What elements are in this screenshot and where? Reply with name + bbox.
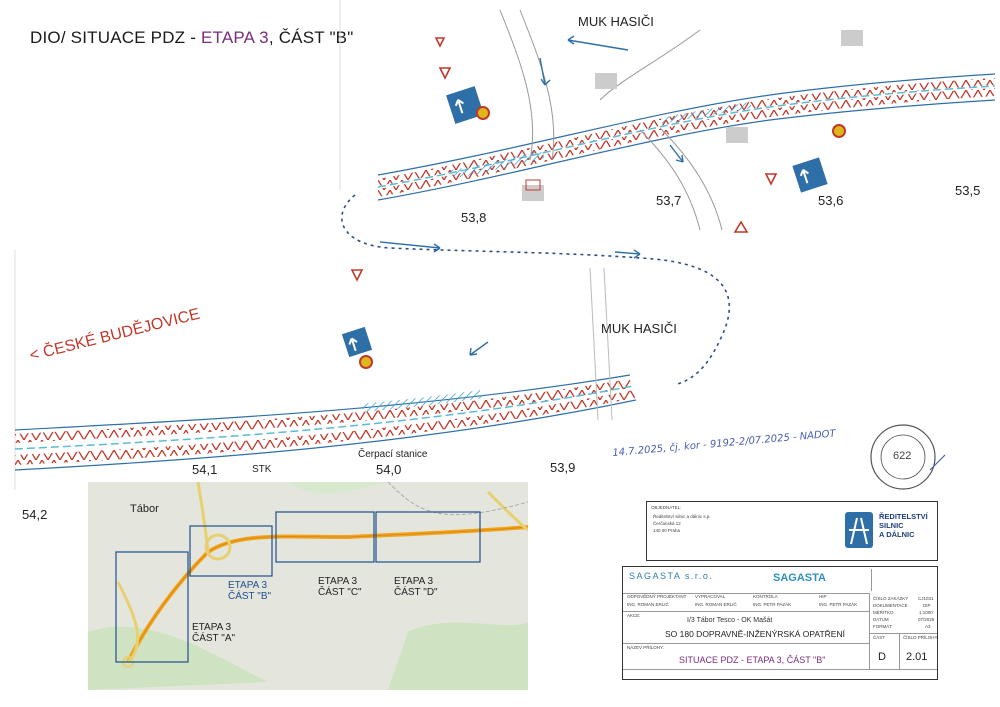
- person-name: ING. ROMAN ERLIČ: [627, 602, 669, 607]
- area-frame-d: [375, 511, 481, 563]
- km-mark: 53,9: [550, 460, 576, 475]
- role-label: KONTROLA: [753, 594, 778, 599]
- meta-value: CJ1031: [918, 596, 934, 601]
- flow-arrows: [379, 35, 684, 356]
- meta-label: DATUM: [873, 617, 889, 622]
- approval-stamp: [870, 424, 936, 490]
- overview-map-drawing: [88, 482, 528, 690]
- muk-label-top: MUK HASIČI: [578, 14, 654, 29]
- project-name: I/3 Tábor Tesco - OK Mašát: [687, 617, 773, 624]
- km-mark: 54,2: [22, 507, 48, 522]
- detour-route: [341, 194, 730, 386]
- num-label: ČÍSLO PŘÍLOHY: [903, 635, 938, 640]
- meta-label: DOKUMENTACE: [873, 603, 908, 608]
- drawing-title: DIO/ SITUACE PDZ - ETAPA 3, ČÁST "B": [30, 28, 353, 48]
- stage-label: AKCE:: [627, 613, 641, 618]
- area-frame-b: [189, 525, 273, 577]
- km-mark: 54,1: [192, 462, 218, 477]
- lower-road-band: [14, 267, 637, 471]
- km-mark: 53,5: [955, 183, 981, 198]
- num-value: 2.01: [906, 651, 928, 663]
- title-stage: ETAPA 3: [200, 28, 269, 47]
- client-line: Čerčanská 12: [653, 521, 681, 526]
- drawing-label: NÁZEV PŘÍLOHY:: [627, 645, 665, 650]
- meta-label: ČÍSLO ZAKÁZKY: [873, 596, 909, 601]
- person-name: ING. PETR PAZÁK: [819, 602, 858, 607]
- client-block: OBJEDNATEL: Ředitelství silnic a dálnic …: [646, 501, 938, 561]
- person-name: ING. ROMAN ERLIČ: [695, 602, 737, 607]
- part-value: D: [878, 651, 886, 663]
- role-label: HIP: [819, 594, 827, 599]
- meta-value: A3: [925, 624, 931, 629]
- company-name: SAGASTA s.r.o.: [629, 571, 714, 581]
- area-frame-c: [275, 511, 375, 563]
- km-mark: 54,0: [376, 462, 402, 477]
- area-frame-a: [115, 551, 189, 663]
- meta-label: MĚŘÍTKO: [873, 610, 894, 615]
- meta-label: FORMÁT: [873, 624, 892, 629]
- role-label: VYPRACOVAL: [695, 594, 726, 599]
- role-label: ODPOVĚDNÝ PROJEKTANT: [627, 594, 687, 599]
- upper-road-band: [377, 73, 996, 201]
- meta-value: 1:1000: [919, 610, 933, 615]
- title-part: , ČÁST "B": [268, 28, 354, 47]
- muk-label-mid: MUK HASIČI: [601, 321, 677, 336]
- part-label: ČÁST: [873, 635, 886, 640]
- so-name: SO 180 DOPRAVNĚ-INŽENÝRSKÁ OPATŘENÍ: [665, 629, 845, 639]
- rsd-logo-icon: [843, 510, 875, 550]
- drawing-name: SITUACE PDZ - ETAPA 3, ČÁST "B": [679, 655, 826, 665]
- km-mark: 53,8: [461, 210, 487, 225]
- meta-value: DIP: [923, 603, 931, 608]
- client-header: OBJEDNATEL:: [651, 505, 682, 510]
- town-label: Tábor: [130, 503, 159, 515]
- stamp-number: 622: [893, 450, 912, 462]
- km-mark: 53,7: [656, 193, 682, 208]
- client-line: Ředitelství silnic a dálnic s.p.: [653, 514, 711, 519]
- project-block: SAGASTA s.r.o. SAGASTA ODPOVĚDNÝ PROJEKT…: [622, 566, 938, 680]
- client-line: 140 00 Praha: [653, 528, 681, 533]
- stk-label: STK: [252, 464, 272, 475]
- person-name: ING. PETR PAZÁK: [753, 602, 792, 607]
- km-mark: 53,6: [818, 193, 844, 208]
- meta-value: 07/2025: [918, 617, 935, 622]
- upper-interchange: [499, 9, 723, 231]
- station-label: Čerpací stanice: [358, 449, 428, 460]
- traffic-signs: [341, 30, 863, 369]
- title-prefix: DIO/ SITUACE PDZ -: [30, 28, 201, 47]
- company-logo: SAGASTA: [773, 572, 826, 584]
